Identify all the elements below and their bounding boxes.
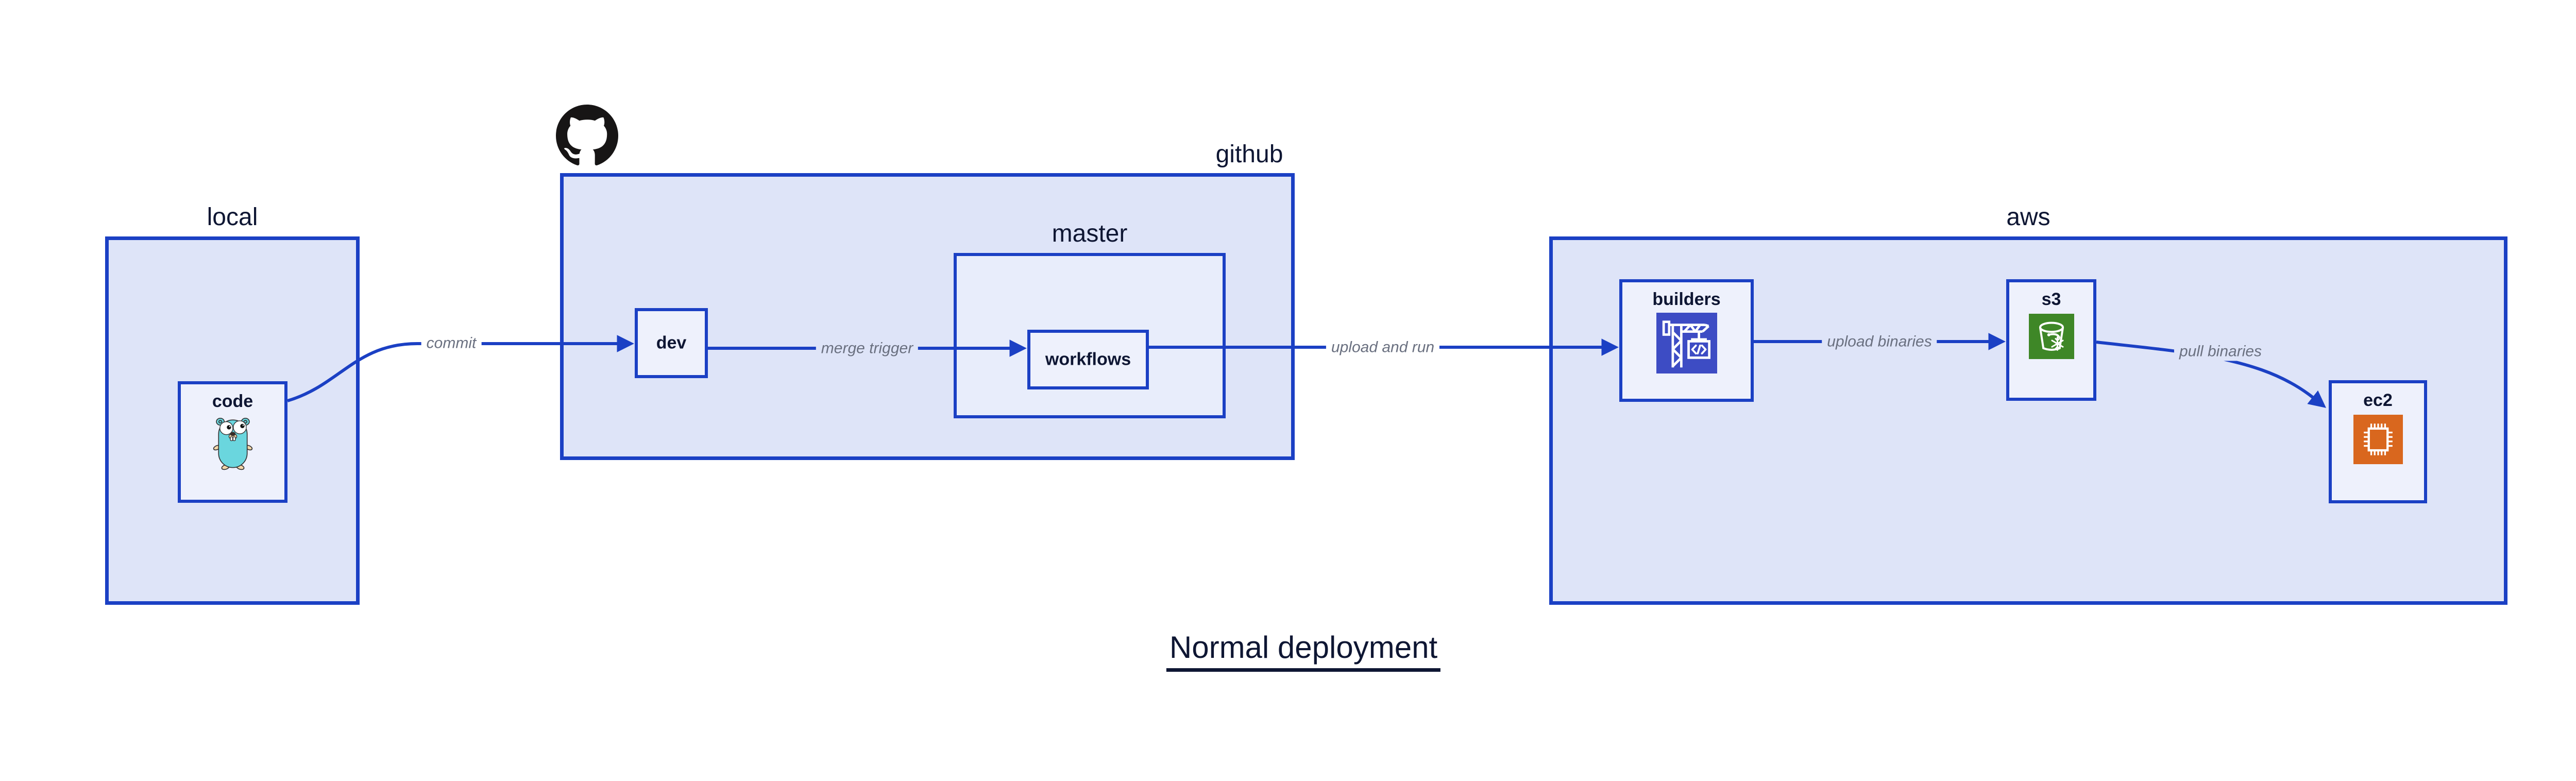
aws-codebuild-crane-icon <box>1656 313 1717 373</box>
node-label-code: code <box>212 392 253 411</box>
node-label-s3: s3 <box>2041 290 2061 309</box>
edge-label-upload-and-run: upload and run <box>1326 337 1440 357</box>
node-code: code <box>178 381 287 503</box>
aws-s3-bucket-icon <box>2028 314 2074 359</box>
group-label-github: github <box>1215 141 1283 168</box>
node-label-dev: dev <box>656 333 687 353</box>
node-workflows: workflows <box>1027 330 1149 389</box>
node-label-ec2: ec2 <box>2363 390 2393 410</box>
node-builders: builders <box>1619 279 1754 402</box>
node-label-workflows: workflows <box>1045 349 1131 369</box>
go-gopher-icon <box>213 417 252 470</box>
edge-label-commit: commit <box>421 333 482 353</box>
group-label-master: master <box>1052 220 1128 247</box>
node-dev: dev <box>635 308 708 378</box>
edge-label-upload-binaries: upload binaries <box>1822 332 1937 351</box>
node-ec2: ec2 <box>2329 380 2427 503</box>
aws-ec2-chip-icon <box>2353 415 2403 464</box>
group-label-aws: aws <box>2006 203 2050 231</box>
node-s3: s3 <box>2006 279 2096 401</box>
node-label-builders: builders <box>1652 290 1721 309</box>
github-octocat-icon <box>556 105 618 166</box>
group-label-local: local <box>207 203 258 231</box>
diagram-title: Normal deployment <box>1166 630 1441 672</box>
edge-label-pull-binaries: pull binaries <box>2174 342 2267 361</box>
diagram-title-text: Normal deployment <box>1166 630 1441 672</box>
edge-label-merge-trigger: merge trigger <box>816 338 919 358</box>
